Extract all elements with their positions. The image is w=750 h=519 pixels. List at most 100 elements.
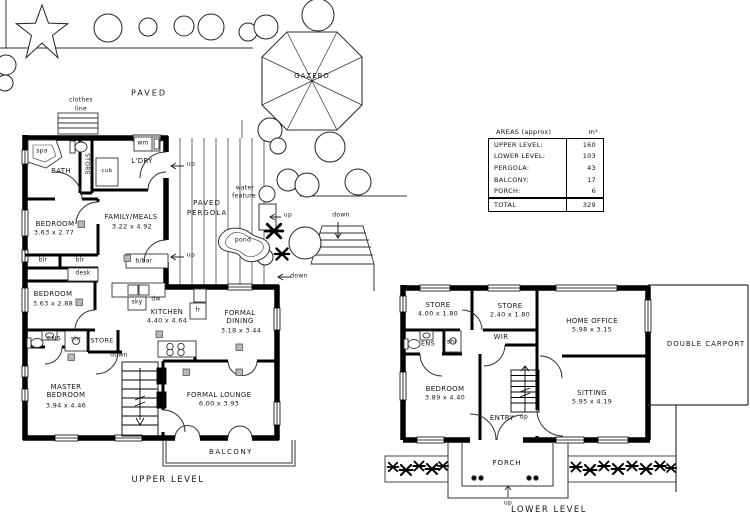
table-row: BALCONY: 17 [489,173,603,186]
water-feature-label-1: water [235,184,255,192]
wm-box [133,136,161,152]
desk-label: desk [75,269,91,277]
lower-ens-label: ENS [421,339,435,348]
porch-up-label: up [503,499,513,507]
trees [0,0,372,266]
palm-tree-icon [14,3,70,60]
blr1-label: blr [38,256,48,264]
lower-bedroom-label: BEDROOM [425,384,465,393]
total-value: 329 [566,198,603,211]
clothesline-label-1: clothes [69,96,93,104]
blr2-label: blr [75,256,85,264]
lower-windows [399,284,652,444]
carport-outline [648,284,749,492]
kitchen-dims: 4.40 x 4.64 [146,316,188,325]
family-dims: 3.22 x 4.92 [111,222,153,231]
sitting-dims: 5.95 x 4.19 [571,397,613,406]
cub-label: cub [101,167,113,174]
upper-fixtures [26,136,207,358]
sky-box [127,296,147,311]
lower-bedroom-dims: 3.89 x 4.40 [424,393,466,402]
entry-up-label: up [519,413,529,421]
balcony-rail [162,440,296,467]
row-value: 6 [566,185,603,197]
upper-stairs-down-label: down [110,351,128,359]
fridge [189,302,207,320]
dining-label: FORMAL DINING [224,308,256,325]
ceiling-symbols [67,220,243,376]
lower-level-label: LOWER LEVEL [510,505,588,516]
property-boundary [0,0,407,291]
home-office-dims: 5.98 x 3.15 [571,325,613,334]
row-label: PERGOLA: [494,163,530,172]
dining-dims: 3.18 x 3.44 [220,326,262,335]
garden-beds [384,455,677,483]
row-value: 17 [566,173,603,186]
dw-label: dw [151,295,161,303]
wm-label: wm [137,139,149,147]
store-b-label: STORE [497,301,523,310]
family-label: FAMILY/MEALS [104,212,158,221]
lower-interior-walls [403,288,648,440]
lower-shr-label: shr [446,338,458,346]
table-row: LOWER LEVEL: 103 [489,150,603,163]
gazebo [261,31,363,131]
pantry [193,288,207,303]
lower-exterior-walls [400,285,651,443]
master-bedroom-label: MASTER BEDROOM [46,382,86,399]
pergola-up-label: up [283,211,293,219]
table-row: PORCH: 6 [489,185,603,197]
total-label: TOTAL [494,200,517,209]
water-feature-label-2: feature [232,192,256,200]
upper-level-label: UPPER LEVEL [131,475,205,486]
bedroom1-label: BEDROOM [35,219,75,228]
row-value: 103 [566,150,603,163]
ens-toilet [403,338,409,350]
home-office-label: HOME OFFICE [566,316,618,325]
entry-up-label-top: up [186,160,196,168]
store-top-label: STORE [83,153,91,175]
spa-label: spa [36,147,48,155]
entry-up-label-mid: up [186,251,196,259]
lounge-dims: 6.00 x 3.93 [198,399,240,408]
row-label: BALCONY: [494,175,529,184]
entry-label: ENTRY [489,413,515,422]
table-total-row: TOTAL 329 [489,196,603,211]
bath-toilet [69,140,76,154]
bedroom1-dims: 3.63 x 2.77 [33,228,75,237]
desk-box [67,267,99,282]
direction-arrows [170,162,342,281]
areas-unit: m² [588,128,598,136]
wir-label: WIR [493,332,509,341]
lower-stairs [510,365,540,413]
upper-stairs [121,361,167,437]
row-label: LOWER LEVEL: [494,152,546,161]
store-mid-label: STORE [90,336,114,345]
ens-toilet [26,337,32,349]
pergola-label-1: PAVED [193,198,221,207]
pergola-label-2: PERGOLA [186,208,228,217]
table-row: PERGOLA: 43 [489,162,603,174]
ldry-label: L'DRY [131,156,153,165]
areas-table: AREAS (approx) m² UPPER LEVEL: 160 LOWER… [488,128,604,212]
store-b-dims: 2.40 x 1.80 [489,310,531,319]
cooktop-bench [157,340,197,358]
bath-label: BATH [51,166,71,175]
areas-title: AREAS (approx) [496,128,552,136]
ext-stairs-down-label: down [332,211,350,219]
porch-label: PORCH [492,458,522,467]
ens-label: ENS [47,334,61,343]
lounge-label: FORMAL LOUNGE [186,390,252,399]
dining-down-label: down [290,272,308,280]
cub-box [95,157,119,187]
fr-label: fr [195,306,201,314]
store-a-label: STORE [425,300,451,309]
table-row: UPPER LEVEL: 160 [489,139,603,151]
lower-doors [419,309,564,441]
bbar-label: b/bar [135,257,153,265]
shr-label: shr [70,335,82,343]
gazebo-label: GAZEBO [294,71,330,80]
kitchen-label: KITCHEN [150,307,184,316]
